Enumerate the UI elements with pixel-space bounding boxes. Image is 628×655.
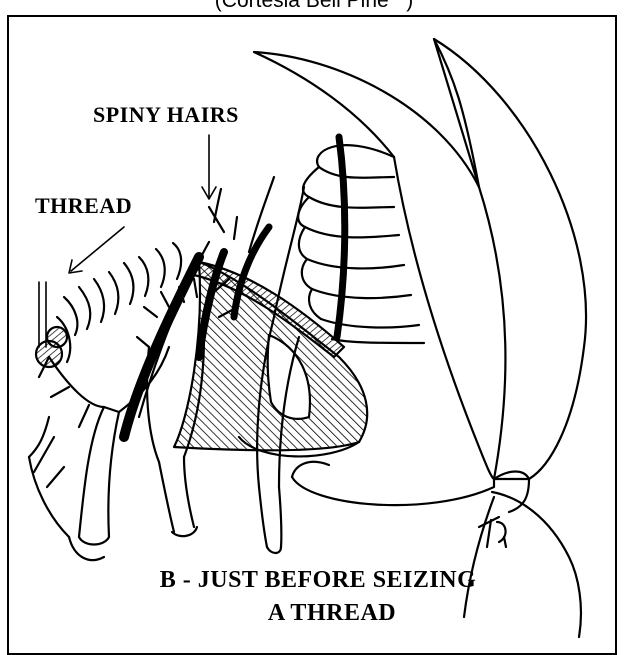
illustration-frame: SPINY HAIRS THREAD B - JUST BEFORE SEIZI… xyxy=(7,15,617,655)
caption-line-2: A THREAD xyxy=(9,600,615,627)
spiny-hair-left xyxy=(79,407,119,537)
thread-arrow xyxy=(71,227,124,271)
spiny-hairs-label: SPINY HAIRS xyxy=(93,102,239,128)
image-credit: (Cortesia Bell Pine ) xyxy=(0,0,628,13)
thread-label: THREAD xyxy=(35,193,132,219)
caption-line-1: B - JUST BEFORE SEIZING xyxy=(9,567,615,594)
comb-claw xyxy=(394,157,494,479)
large-claw xyxy=(434,39,586,479)
thread-line xyxy=(39,282,46,347)
spiny-hair-middle xyxy=(159,457,194,532)
spiny-hair-right xyxy=(259,487,281,547)
